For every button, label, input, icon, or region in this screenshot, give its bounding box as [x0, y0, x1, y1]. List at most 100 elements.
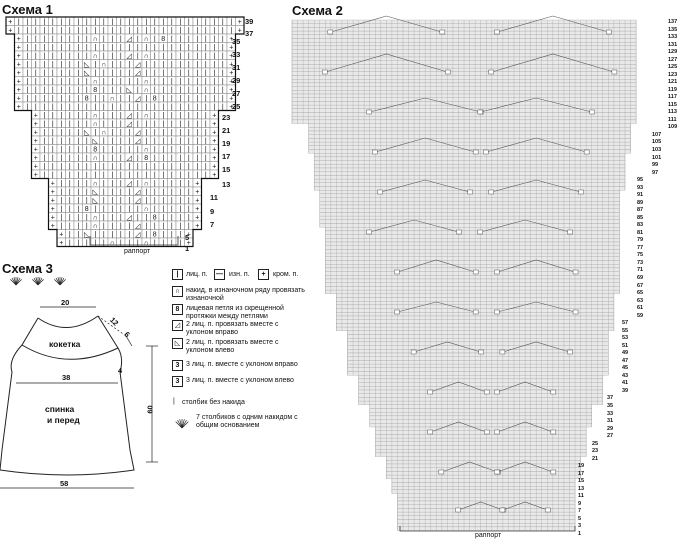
- s1-cell-symbol: +: [17, 95, 21, 102]
- s1-cell-symbol: |: [154, 223, 156, 230]
- s1-cell-symbol: |: [128, 129, 130, 136]
- s2-row-number: 71: [637, 267, 644, 274]
- s1-cell-symbol: +: [17, 44, 21, 51]
- s1-cell-symbol: |: [69, 231, 71, 238]
- s1-special-symbol: ∩: [144, 180, 149, 187]
- s1-cell-symbol: |: [120, 112, 122, 119]
- s1-cell-symbol: |: [26, 104, 28, 111]
- scheme3-title: Схема 3: [2, 261, 53, 276]
- s1-cell-symbol: |: [188, 197, 190, 204]
- s1-symbol-bg: [83, 230, 91, 238]
- s1-cell-symbol: +: [212, 146, 216, 153]
- s2-motif-mark: [455, 507, 461, 513]
- s1-cell-symbol: |: [69, 61, 71, 68]
- s1-cell-symbol: |: [171, 121, 173, 128]
- s1-cell-symbol: |: [154, 121, 156, 128]
- s1-cell-symbol: |: [188, 138, 190, 145]
- s2-row-number: 55: [622, 327, 629, 334]
- s1-cell-symbol: |: [26, 61, 28, 68]
- s1-cell-symbol: |: [162, 61, 164, 68]
- s1-row-number: 33: [232, 50, 241, 59]
- s1-cell-symbol: |: [111, 19, 113, 26]
- s1-cell-symbol: |: [222, 36, 224, 43]
- s1-cell-symbol: |: [171, 146, 173, 153]
- s1-symbol-bg: [125, 179, 133, 187]
- s2-row-number: 1: [578, 531, 582, 537]
- s2-motif-mark: [606, 29, 612, 35]
- s2-motif-mark: [372, 149, 378, 155]
- s1-cell-symbol: +: [34, 138, 38, 145]
- s1-cell-symbol: |: [154, 129, 156, 136]
- s1-cell-symbol: |: [52, 70, 54, 77]
- s1-cell-symbol: |: [196, 112, 198, 119]
- s1-symbol-bg: [134, 128, 142, 136]
- s2-row: [325, 241, 620, 246]
- s1-cell-symbol: |: [205, 87, 207, 94]
- s2-motif-mark: [394, 309, 400, 315]
- s1-cell-symbol: |: [154, 138, 156, 145]
- s1-cell-symbol: |: [103, 206, 105, 213]
- s2-motif-line: [497, 301, 576, 313]
- s1-cell-symbol: |: [77, 53, 79, 60]
- s1-cell-symbol: +: [34, 129, 38, 136]
- s1-cell-symbol: |: [60, 44, 62, 51]
- s1-cell-symbol: |: [77, 61, 79, 68]
- s1-cell-symbol: |: [196, 78, 198, 85]
- s1-cell-symbol: |: [60, 70, 62, 77]
- legend-fan-stroke: [181, 421, 189, 429]
- s1-cell-symbol: |: [179, 104, 181, 111]
- s1-cell-symbol: |: [103, 189, 105, 196]
- s1-cell-symbol: |: [86, 155, 88, 162]
- s1-cell-symbol: |: [222, 70, 224, 77]
- s1-cell-symbol: +: [51, 197, 55, 204]
- s2-motif-mark: [572, 309, 579, 315]
- s1-cell-symbol: |: [213, 70, 215, 77]
- s2-row-number: 3: [578, 523, 582, 530]
- s2-motif-line: [414, 341, 481, 353]
- s1-cell-symbol: |: [26, 70, 28, 77]
- s2-motif-mark: [427, 429, 433, 435]
- s2-motif-line: [458, 501, 504, 511]
- s1-cell-symbol: |: [188, 155, 190, 162]
- s1-cell-symbol: |: [196, 129, 198, 136]
- s1-symbol-bg: [91, 136, 99, 144]
- s1-cell-symbol: |: [69, 129, 71, 136]
- s1-cell-symbol: |: [69, 214, 71, 221]
- s2-motif-mark: [494, 429, 500, 435]
- s1-symbol-bg: [125, 111, 133, 119]
- s1-cell-symbol: |: [111, 206, 113, 213]
- s1-special-symbol: ◺: [84, 70, 90, 77]
- dim-line-yoke: [97, 315, 127, 337]
- s1-cell-symbol: |: [171, 112, 173, 119]
- s1-cell-symbol: +: [51, 214, 55, 221]
- s1-cell-symbol: |: [94, 231, 96, 238]
- s1-cell-symbol: |: [145, 197, 147, 204]
- legend-fan-stroke: [179, 419, 183, 429]
- s1-cell-symbol: |: [196, 44, 198, 51]
- s2-row: [347, 341, 609, 346]
- s1-cell-symbol: |: [188, 129, 190, 136]
- s1-cell-symbol: |: [120, 129, 122, 136]
- s1-cell-symbol: |: [154, 70, 156, 77]
- s2-row-number: 87: [637, 207, 644, 214]
- s1-symbol-bg: [142, 179, 150, 187]
- s1-cell-symbol: |: [43, 146, 45, 153]
- s2-motif-line: [397, 259, 476, 273]
- s1-symbol-bg: [134, 196, 142, 204]
- s1-cell-symbol: |: [35, 78, 37, 85]
- s1-cell-symbol: |: [137, 36, 139, 43]
- s2-row-number: 101: [652, 154, 662, 161]
- s2-motif-line: [491, 53, 614, 73]
- body-label-1: спинка: [45, 404, 75, 414]
- s1-cell-symbol: |: [171, 78, 173, 85]
- s2-motif-mark: [445, 69, 451, 75]
- s2-motif-mark: [572, 269, 579, 275]
- s2-row: [347, 367, 609, 372]
- s1-cell-symbol: |: [69, 78, 71, 85]
- s1-cell-symbol: |: [171, 129, 173, 136]
- s1-cell-symbol: |: [52, 163, 54, 170]
- s2-motif-mark: [394, 269, 400, 275]
- s1-cell-symbol: |: [60, 214, 62, 221]
- s1-cell-symbol: |: [196, 172, 198, 179]
- fan-motif-stroke: [59, 279, 66, 286]
